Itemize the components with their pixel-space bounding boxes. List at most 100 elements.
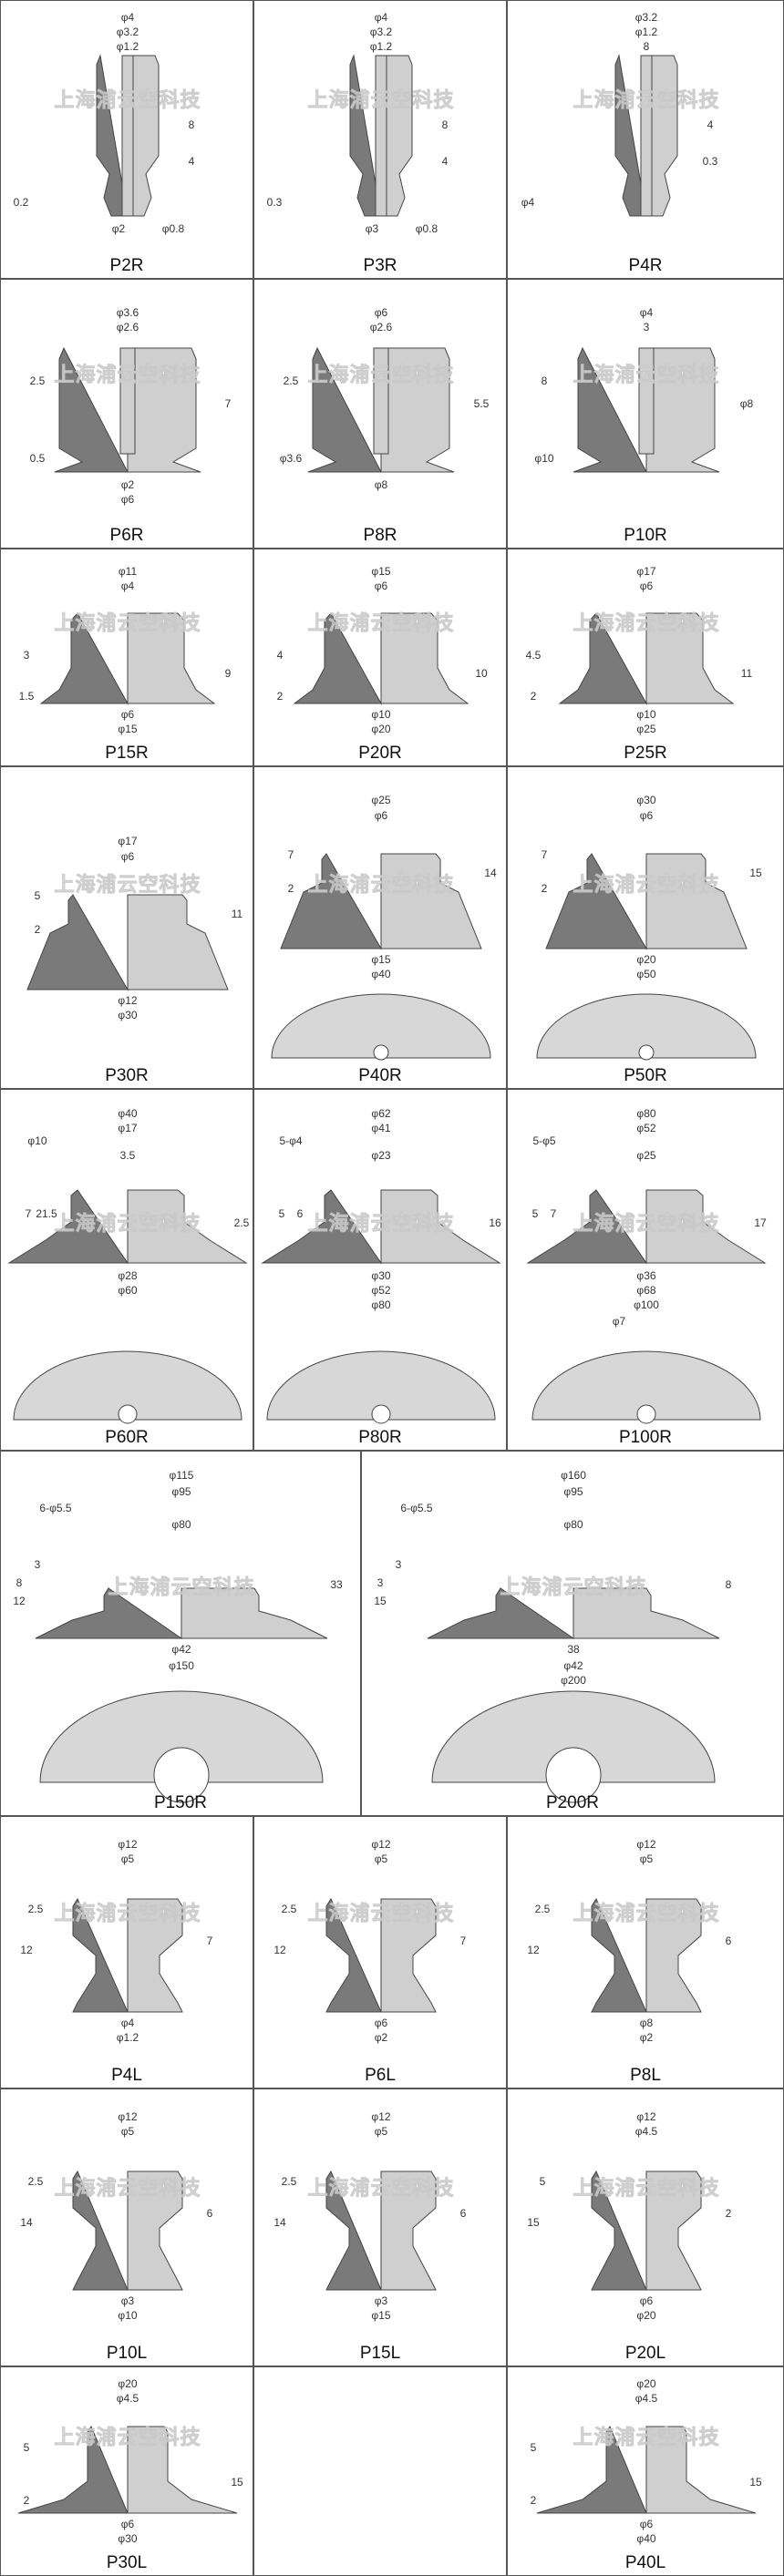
dimension-label: 5 [540, 2175, 546, 2188]
dimension-label: φ15 [371, 2309, 390, 2322]
dimension-label: φ2.6 [370, 321, 393, 334]
dimension-label: φ12 [636, 1838, 655, 1851]
dimension-label: φ20 [118, 2377, 137, 2390]
product-label: P2R [109, 256, 144, 275]
dimension-label: φ20 [636, 2377, 655, 2390]
dimension-label: φ6 [375, 580, 388, 592]
product-label: P80R [358, 1428, 402, 1447]
dimension-label: 33 [330, 1578, 343, 1591]
watermark-text: 上海浦云空科技 [307, 1902, 454, 1925]
cup-section [558, 612, 735, 705]
cup-section [17, 2425, 238, 2514]
dimension-label: 8 [442, 118, 449, 131]
watermark-text: 上海浦云空科技 [573, 1902, 719, 1925]
dimension-label: 3 [644, 321, 650, 334]
dimension-label: φ10 [534, 452, 553, 465]
cup-left-section [545, 853, 647, 950]
cup-section [7, 1189, 248, 1424]
dimension-label: φ6 [640, 809, 654, 822]
dimension-label: 15 [749, 867, 762, 879]
dimension-label: 8 [644, 40, 650, 53]
dimension-label: 3 [35, 1558, 41, 1571]
dimension-label: 7 [207, 1935, 213, 1947]
cup-section [526, 1189, 767, 1424]
dimension-label: φ12 [371, 2110, 390, 2123]
dimension-label: 2.5 [30, 375, 46, 387]
dimension-label: 2.5 [28, 2175, 44, 2188]
dimension-label: φ4 [121, 580, 135, 592]
cup-plan-view [266, 1350, 496, 1421]
dimension-label: φ7 [613, 1315, 626, 1328]
cup-right-section [127, 1189, 248, 1264]
cup-right-section [380, 1898, 437, 2013]
cup-section [614, 54, 678, 217]
dimension-label: 8 [542, 375, 548, 387]
product-label: P6R [109, 526, 144, 545]
dimension-label: φ1.2 [117, 40, 139, 53]
dimension-label: φ20 [636, 953, 655, 966]
cup-right-section [127, 612, 216, 704]
dimension-label: φ4 [121, 2017, 135, 2029]
dimension-label: φ6 [375, 306, 388, 319]
watermark-text: 上海浦云空科技 [307, 1212, 454, 1236]
dimension-label: 3 [24, 649, 30, 662]
dimension-label: φ8 [740, 397, 754, 410]
dimension-label: φ10 [371, 708, 390, 721]
dimension-label: 8 [16, 1576, 23, 1589]
cup-section [72, 2170, 183, 2291]
cup-section [427, 1587, 720, 1803]
dimension-label: 5 [279, 1207, 285, 1220]
dimension-label: φ20 [636, 2309, 655, 2322]
dimension-label: φ10 [27, 1134, 46, 1147]
dimension-label: 2 [531, 690, 537, 703]
cup-right-section [645, 2171, 702, 2291]
cup-right-section [645, 347, 720, 473]
dimension-label: φ5 [375, 2125, 388, 2138]
dimension-label: 11 [741, 667, 753, 680]
watermark-text: 上海浦云空科技 [573, 88, 719, 112]
dimension-label: φ4 [121, 11, 135, 24]
dimension-label: φ17 [118, 835, 137, 847]
dimension-label: 2 [531, 2494, 537, 2507]
dimension-label: 38 [567, 1643, 580, 1656]
watermark-text: 上海浦云空科技 [307, 873, 454, 897]
cup-section [591, 2170, 702, 2291]
dimension-label: φ80 [171, 1518, 191, 1531]
dimension-label: 4 [277, 649, 284, 662]
dimension-label: φ6 [375, 2017, 388, 2029]
dimension-label: φ1.2 [635, 26, 658, 38]
dimension-label: φ15 [118, 723, 137, 735]
product-label: P40L [624, 2553, 666, 2572]
cup-section [591, 1897, 702, 2013]
dimension-label: φ6 [640, 2518, 654, 2530]
cup-left-section [536, 2425, 647, 2514]
cup-left-section [325, 1897, 382, 2013]
cup-right-section [645, 612, 735, 704]
watermark-text: 上海浦云空科技 [54, 2177, 201, 2201]
cup-left-section [293, 612, 382, 705]
dimension-label: φ8 [640, 2017, 654, 2029]
product-label: P150R [153, 1793, 208, 1812]
cup-left-section [17, 2425, 129, 2514]
cup-left-section [280, 853, 382, 950]
dimension-label: φ10 [636, 708, 655, 721]
cup-left-section [35, 1587, 182, 1639]
dimension-label: 6 [726, 1935, 732, 1947]
cup-left-section [614, 54, 647, 217]
dimension-label: φ17 [636, 565, 655, 578]
cup-plan-view [13, 1350, 242, 1421]
watermark-text: 上海浦云空科技 [573, 364, 719, 387]
cup-section [35, 1587, 328, 1803]
cup-section [307, 346, 455, 473]
